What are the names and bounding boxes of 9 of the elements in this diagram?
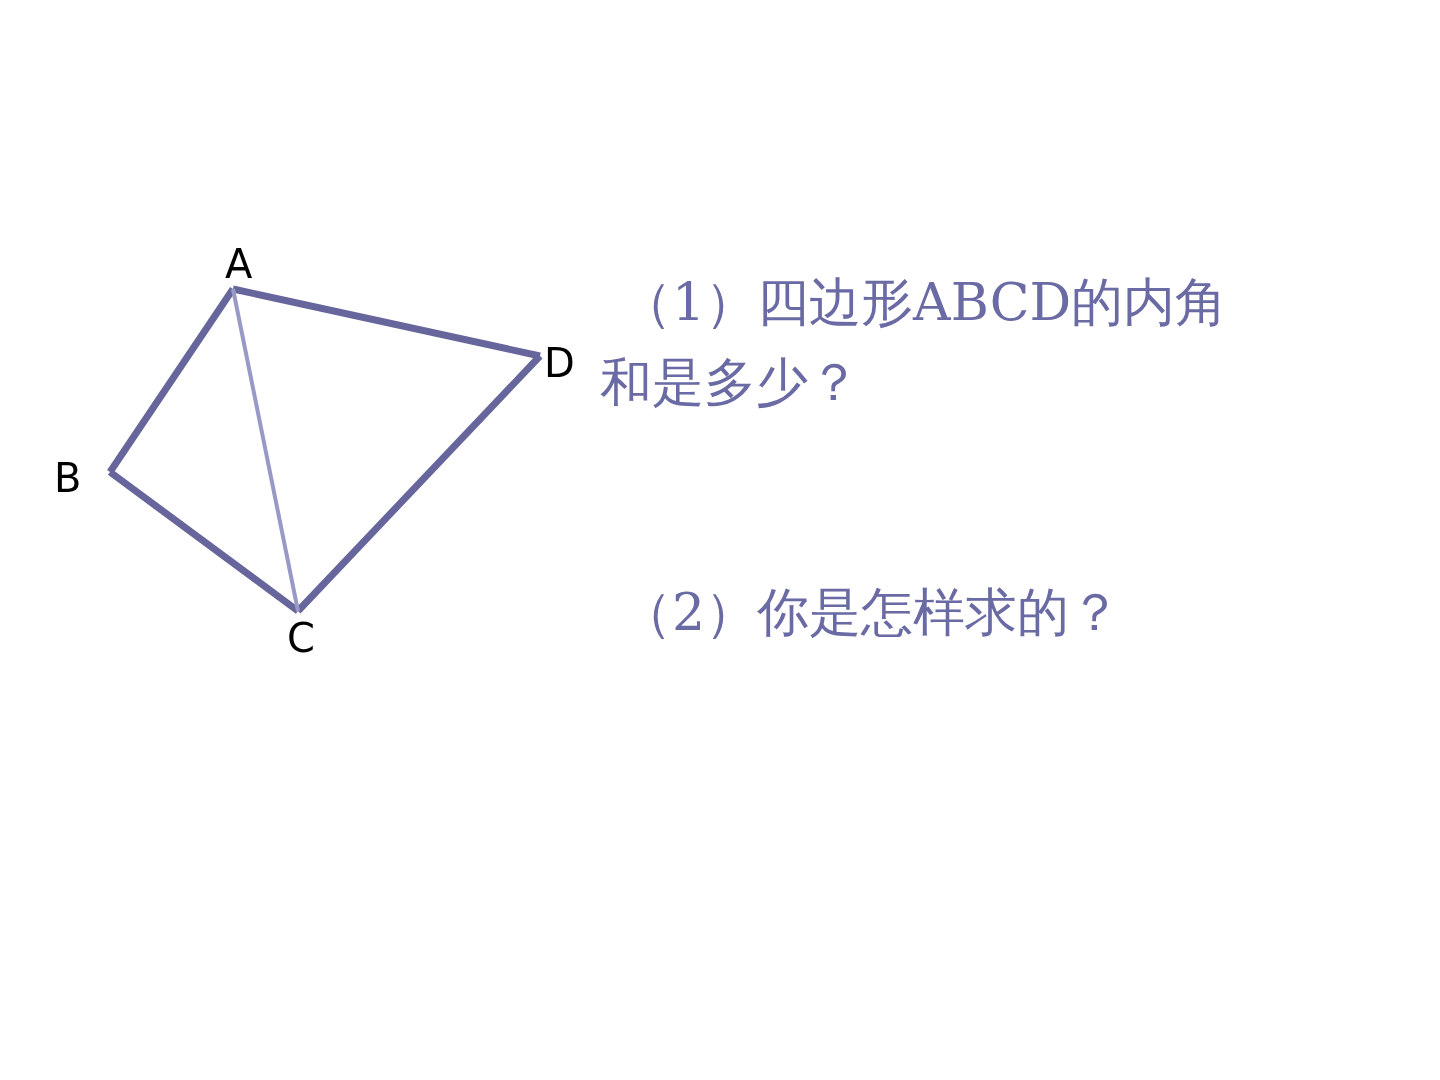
quadrilateral-side bbox=[231, 288, 300, 612]
vertex-label: A bbox=[225, 244, 253, 284]
question-text: （2）你是怎样求的？ bbox=[620, 581, 1123, 644]
quadrilateral-side bbox=[107, 469, 301, 614]
vertex-label: D bbox=[544, 343, 575, 383]
question-text: （1）四边形ABCD的内角和是多少？ bbox=[600, 271, 1229, 414]
vertex-label: B bbox=[54, 458, 82, 498]
quadrilateral-side bbox=[232, 285, 541, 360]
vertex-label: C bbox=[287, 618, 315, 658]
